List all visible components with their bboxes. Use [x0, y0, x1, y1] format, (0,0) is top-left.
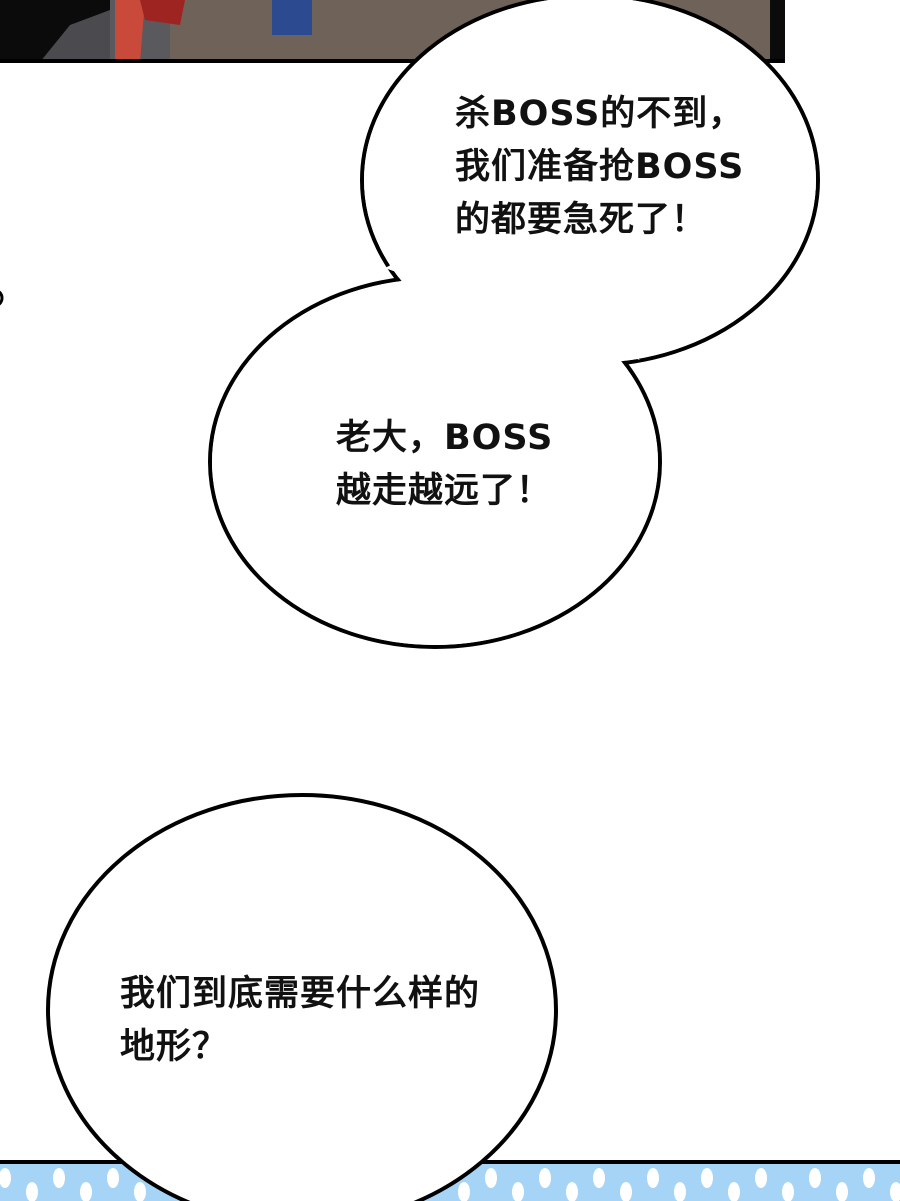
pattern-dot — [809, 1168, 821, 1188]
pattern-dot — [512, 1182, 524, 1201]
pattern-dot — [728, 1182, 740, 1201]
pattern-dot — [80, 1182, 92, 1201]
partial-mark — [0, 290, 4, 306]
bubble-1-text: 杀BOSS的不到， 我们准备抢BOSS 的都要急死了！ — [455, 88, 744, 247]
speech-bubbles — [46, 0, 820, 1201]
pattern-dot — [890, 1182, 900, 1201]
pattern-dot — [53, 1168, 65, 1188]
pattern-dot — [566, 1182, 578, 1201]
bubble-2-line: 老大，BOSS — [336, 418, 554, 458]
pattern-dot — [485, 1168, 497, 1188]
pattern-dot — [593, 1168, 605, 1188]
pattern-dot — [863, 1168, 875, 1188]
pattern-dot — [0, 1168, 11, 1188]
pattern-dot — [134, 1182, 146, 1201]
pattern-dot — [647, 1168, 659, 1188]
pattern-dot — [674, 1182, 686, 1201]
pattern-dot — [836, 1182, 848, 1201]
pattern-dot — [458, 1182, 470, 1201]
pattern-dot — [701, 1168, 713, 1188]
bubble-1-line: 杀BOSS的不到， — [455, 94, 745, 134]
bubble-3-outline — [46, 793, 558, 1201]
bubble-3-line: 我们到底需要什么样的 — [120, 974, 481, 1014]
bubble-2-line: 越走越远了！ — [336, 471, 553, 511]
bubble-1-line: 我们准备抢BOSS — [455, 147, 745, 187]
bubble-2-text: 老大，BOSS 越走越远了！ — [336, 412, 553, 518]
pattern-dot — [782, 1182, 794, 1201]
bubble-3-line: 地形？ — [120, 1027, 229, 1067]
bubble-1-line: 的都要急死了！ — [455, 200, 708, 240]
bubble-3-text: 我们到底需要什么样的 地形？ — [120, 968, 480, 1074]
pattern-dot — [26, 1182, 38, 1201]
pattern-dot — [620, 1182, 632, 1201]
pattern-dot — [755, 1168, 767, 1188]
pattern-dot — [107, 1168, 119, 1188]
pattern-dot — [539, 1168, 551, 1188]
